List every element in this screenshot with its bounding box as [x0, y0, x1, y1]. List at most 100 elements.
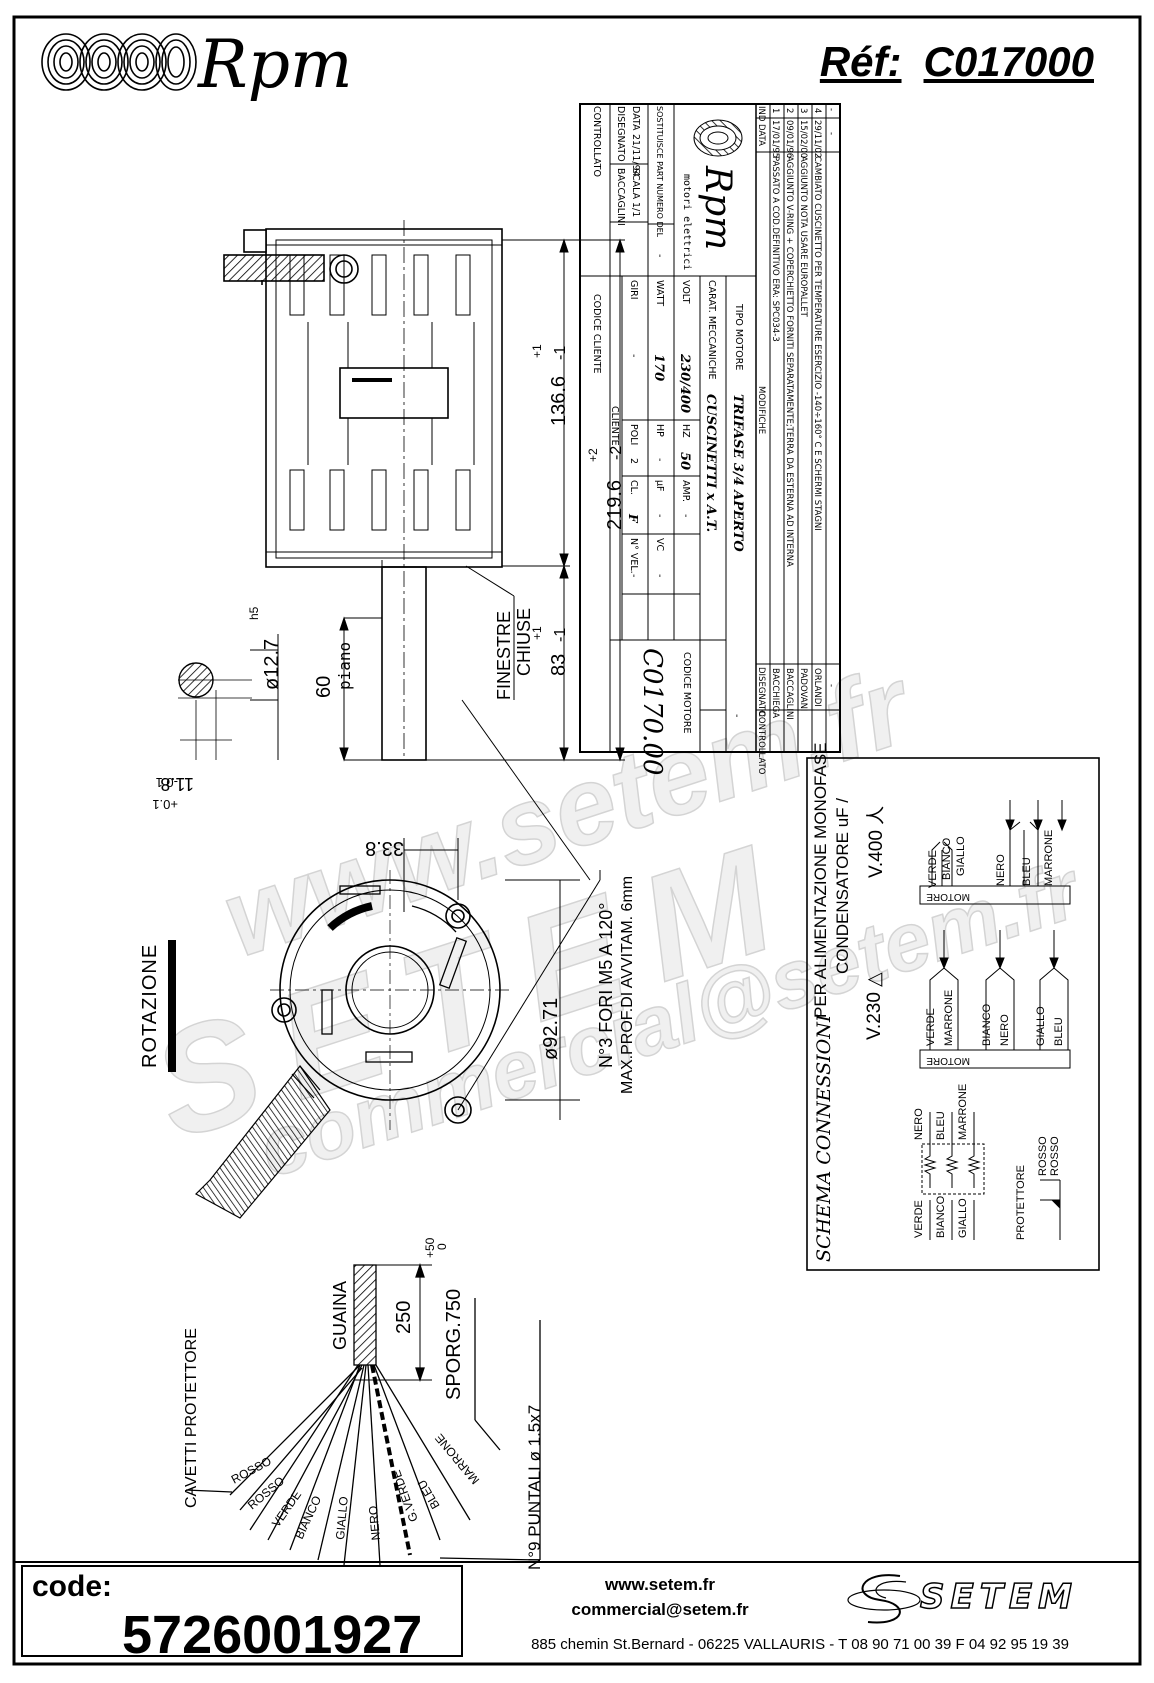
- tb-carat-label: CARAT. MECCANICHE: [706, 280, 717, 379]
- tb-poli-value: 2: [628, 458, 639, 464]
- tb-scala-label: SCALA: [630, 168, 641, 200]
- tb-vc-value: -: [654, 574, 665, 577]
- tb-hp-label: HP: [654, 424, 665, 437]
- tb-tipo-label: TIPO MOTORE: [733, 303, 744, 370]
- setem-swirl-logo: [847, 1574, 921, 1624]
- d230-nero: NERO: [999, 1014, 1011, 1046]
- tb-giri-label: GIRI: [628, 280, 639, 300]
- d400-motore: MOTORE: [926, 891, 970, 902]
- dim-83: 83: [548, 654, 570, 676]
- rev-3-ind: 3: [798, 108, 808, 113]
- finestre-leader: [465, 565, 515, 597]
- wind-bianco: BIANCO: [935, 1195, 947, 1238]
- cavetti-label: CAVETTI PROTETTORE: [183, 1328, 200, 1508]
- address: 885 chemin St.Bernard - 06225 VALLAURIS …: [531, 1636, 1069, 1653]
- code-value: 5726001927: [122, 1605, 423, 1665]
- rev-header-drawn: DISEGNATO: [756, 667, 766, 717]
- tb-controllato-label: CONTROLLATO: [591, 106, 602, 177]
- d400-bleu: BLEU: [1021, 857, 1033, 886]
- outer-frame: [12, 15, 1142, 1666]
- d400-marrone: MARRONE: [1043, 830, 1055, 886]
- tb-volt-label: VOLT: [680, 280, 691, 304]
- code-box: [21, 1565, 463, 1657]
- tb-company-sub: motori elettrici: [681, 174, 692, 270]
- tb-nvel-label: N° VEL.: [628, 538, 639, 574]
- rev-header-checked: CONTROLLATO: [756, 711, 766, 775]
- dim-33-8: 33.8: [365, 837, 404, 859]
- wind-giallo: GIALLO: [957, 1198, 969, 1238]
- tb-company: Rpm: [697, 165, 738, 250]
- connection-schema: SCHEMA CONNESSIONI PER ALIMENTAZIONE MON…: [806, 742, 1100, 1271]
- schema-title: SCHEMA CONNESSIONI: [813, 1014, 835, 1262]
- dim-219: 219.6: [604, 480, 626, 530]
- holes-note-2: MAX.PROF.DI AVVITAM. 6mm: [619, 876, 636, 1094]
- motor-side-view: [223, 220, 503, 761]
- d400-giallo: GIALLO: [955, 836, 967, 876]
- d230-bianco: BIANCO: [981, 1003, 993, 1046]
- dim-11-8-tol-plus: +0.1: [152, 797, 178, 812]
- d230-motore: MOTORE: [926, 1055, 970, 1066]
- schema-subtitle-2: CONDENSATORE uF /: [833, 798, 852, 974]
- side-view-dimensions: [250, 238, 625, 762]
- sporg-label: SPORG.750: [443, 1289, 465, 1400]
- tb-uf-label: µF: [654, 480, 665, 492]
- rev-2-text: AGGIUNTO V-RING + COPERCHIETTO FORNITI S…: [784, 156, 794, 567]
- tb-hp-value: -: [654, 458, 665, 461]
- rev-1-ind: 1: [770, 108, 780, 113]
- wire-rosso-1: ROSSO: [229, 1454, 274, 1487]
- tb-hz-value: 50: [677, 452, 692, 470]
- tb-giri-value: -: [628, 354, 639, 357]
- tb-carat-value: CUSCINETTI x A.T.: [703, 394, 718, 532]
- email-link[interactable]: commercial@setem.fr: [571, 1600, 749, 1619]
- tb-hz-label: HZ: [680, 424, 691, 438]
- d230-marrone: MARRONE: [943, 990, 955, 1046]
- dim-136: 136.6: [548, 376, 570, 426]
- rev-3-text: AGGIUNTO NOTA USARE EUROPALLET: [798, 156, 808, 318]
- rev-1-text: PASSATO A COD.DEFINITIVO ERA: SPC034-3: [770, 156, 780, 342]
- holes-note-1: N°3 FORI M5 A 120°: [596, 903, 616, 1068]
- rev-0-ind: -: [826, 108, 836, 111]
- shaft-diameter: ø12.7: [261, 639, 283, 690]
- dim-136-tol-plus: +1: [530, 344, 544, 358]
- rev-4-ind: 4: [812, 108, 822, 113]
- protettore-label: PROTETTORE: [1015, 1165, 1027, 1240]
- dim-83-tol-plus: +1: [530, 626, 544, 640]
- rev-header-ind: IND: [756, 106, 766, 122]
- tb-data-label: DATA: [630, 106, 641, 131]
- tb-uf-value: -: [654, 514, 665, 517]
- shaft-tolerance: h5: [247, 606, 261, 620]
- rev-2-date: 09/01/96: [784, 120, 794, 158]
- wire-bleu: BLEU: [415, 1477, 443, 1511]
- tb-cl-value: F: [626, 513, 640, 524]
- brand-name: Rpm: [198, 26, 353, 103]
- tb-nvel-value: -: [628, 574, 639, 577]
- rev-2-sign: BACCAGLINI: [784, 668, 794, 720]
- schema-v400: V.400 人: [865, 806, 887, 878]
- tb-poli-label: POLI: [628, 424, 639, 445]
- tb-codice-cliente-label: CODICE CLIENTE: [591, 294, 602, 374]
- code-label: code:: [32, 1570, 113, 1603]
- tb-codice-motore-label: CODICE MOTORE: [681, 652, 692, 733]
- rev-1-sign: BACCHIEGA: [770, 668, 780, 718]
- d230-verde: VERDE: [925, 1008, 937, 1046]
- tb-disegnato-label: DISEGNATO: [615, 106, 626, 162]
- tb-watt-label: WATT: [654, 280, 665, 306]
- rev-header-date: DATA: [756, 124, 766, 146]
- rev-4-text: CAMBIATO CUSCINETTO PER TEMPERATURE ESER…: [812, 156, 822, 531]
- wind-bleu: BLEU: [935, 1111, 947, 1140]
- shaft-section: [178, 662, 252, 760]
- website-link[interactable]: www.setem.fr: [605, 1575, 715, 1594]
- tb-volt-value: 230/400: [677, 353, 692, 413]
- d230-giallo: GIALLO: [1035, 1006, 1047, 1046]
- dim-83-tol-minus: -1: [552, 628, 569, 642]
- rev-3-sign: PADOVANI: [798, 668, 808, 711]
- end-view-cable: [195, 1064, 331, 1219]
- ref-value: C017000: [923, 38, 1094, 85]
- wire-giallo: GIALLO: [333, 1496, 351, 1540]
- rev-1-date: 17/01/95: [770, 120, 780, 158]
- rotation-bar: [168, 940, 176, 1072]
- tb-codice-motore-value: C0170.00: [637, 648, 667, 775]
- rev-4-date: 29/11/02: [812, 120, 822, 158]
- title-block: - - - 4 29/11/02 CAMBIATO CUSCINETTO PER…: [579, 103, 841, 775]
- dim-136-tol-minus: -1: [552, 346, 569, 360]
